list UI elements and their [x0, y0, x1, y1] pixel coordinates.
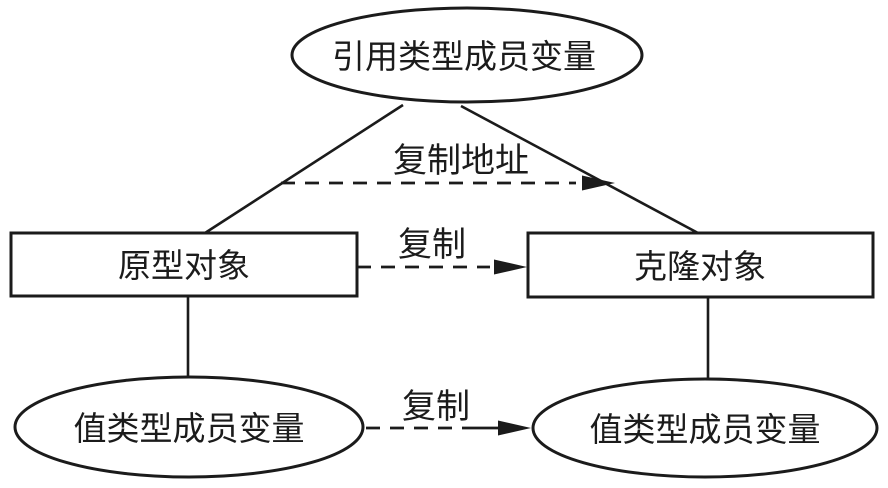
value-member-right-ellipse [531, 377, 879, 479]
node-clone-object: 克隆对象 [526, 231, 875, 299]
copy-value-label: 复制 [402, 388, 470, 426]
value-member-left-ellipse [13, 375, 365, 479]
reference-member-label: 引用类型成员变量 [332, 39, 596, 76]
node-value-member-right: 值类型成员变量 [531, 377, 879, 479]
edge-copy-address: 复制地址 [281, 142, 615, 191]
value-member-right-label: 值类型成员变量 [590, 412, 821, 449]
copy-object-arrowhead-icon [494, 259, 527, 275]
copy-value-arrowhead-icon [498, 420, 531, 436]
copy-object-label: 复制 [398, 226, 466, 264]
node-value-member-left: 值类型成员变量 [13, 375, 365, 479]
clone-object-label: 克隆对象 [634, 249, 766, 286]
edge-copy-object: 复制 [357, 226, 527, 275]
copy-address-arrowhead-icon [582, 175, 615, 191]
node-prototype-object: 原型对象 [9, 231, 359, 298]
reference-member-ellipse [290, 6, 644, 104]
edge-copy-value: 复制 [366, 388, 531, 436]
connector-reference-to-clone [460, 104, 699, 235]
prototype-object-label: 原型对象 [118, 248, 250, 285]
clone-object-rect [526, 231, 875, 299]
connector-reference-to-prototype [204, 103, 404, 235]
prototype-object-rect [9, 231, 359, 298]
value-member-left-label: 值类型成员变量 [74, 411, 305, 448]
copy-address-label: 复制地址 [393, 142, 529, 180]
node-reference-member: 引用类型成员变量 [290, 6, 644, 104]
